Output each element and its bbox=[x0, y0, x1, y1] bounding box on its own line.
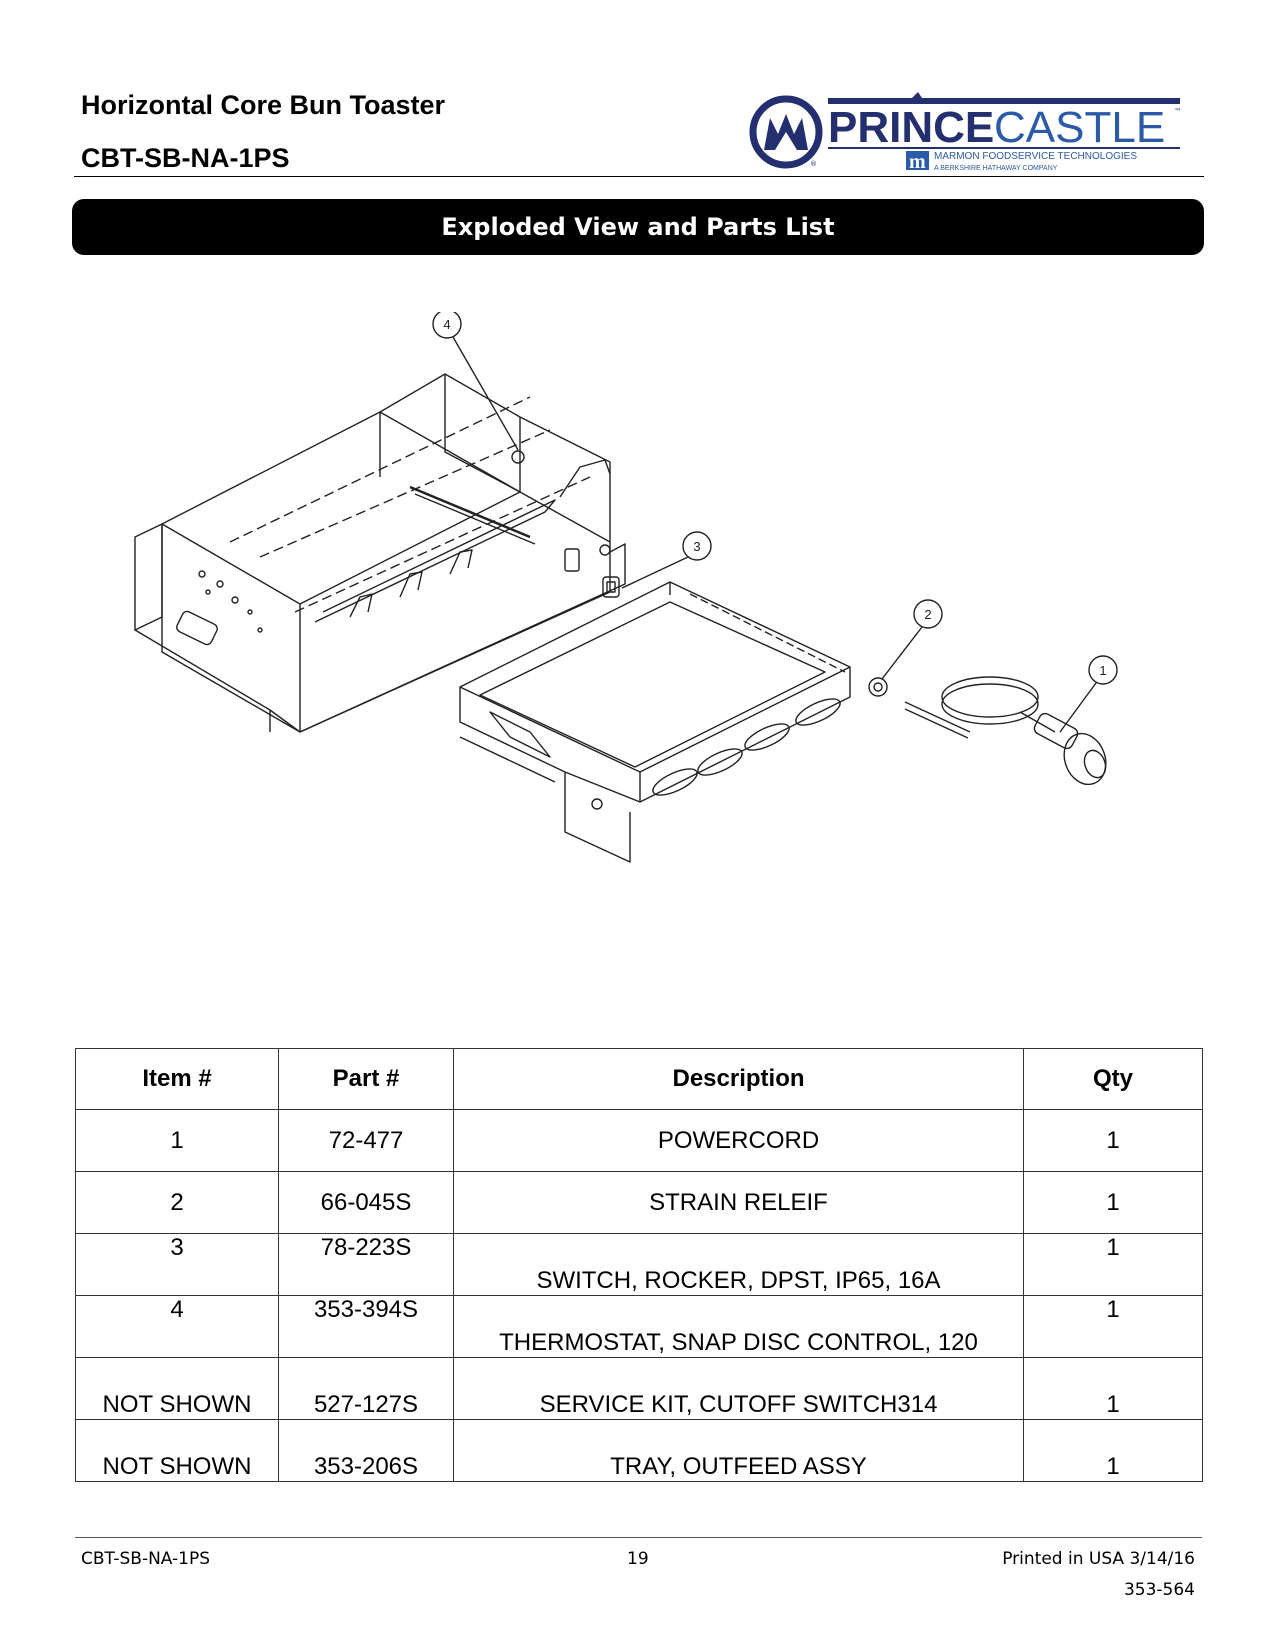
svg-text:®: ® bbox=[810, 160, 817, 168]
callout-2: 2 bbox=[881, 599, 943, 680]
callout-1: 1 bbox=[1059, 655, 1118, 733]
cell-description: STRAIN RELEIF bbox=[453, 1171, 1024, 1234]
cell-description: POWERCORD bbox=[453, 1109, 1024, 1172]
power-cord bbox=[904, 676, 1107, 786]
prince-castle-logo: PRINCE CASTLE ™ ® m MARMON FOODSERVICE T… bbox=[749, 92, 1182, 173]
page-number: 19 bbox=[627, 1549, 649, 1569]
svg-text:3: 3 bbox=[693, 539, 700, 554]
heater-tray-assembly bbox=[459, 581, 851, 863]
cell-qty: 1 bbox=[1023, 1357, 1203, 1420]
cell-item: 2 bbox=[75, 1171, 279, 1234]
cell-qty: 1 bbox=[1023, 1233, 1203, 1296]
cell-part: 353-394S bbox=[278, 1295, 454, 1358]
marmon-mark bbox=[906, 151, 929, 170]
cell-item: NOT SHOWN bbox=[75, 1419, 279, 1482]
cell-qty: 1 bbox=[1023, 1295, 1203, 1358]
cell-part: 78-223S bbox=[278, 1233, 454, 1296]
cell-qty: 1 bbox=[1023, 1171, 1203, 1234]
document-number: 353-564 bbox=[1123, 1580, 1195, 1600]
header-description: Description bbox=[453, 1048, 1024, 1110]
toaster-chassis bbox=[134, 373, 626, 733]
cell-part: 527-127S bbox=[278, 1357, 454, 1420]
svg-text:m: m bbox=[909, 151, 926, 173]
berkshire-line: A BERKSHIRE HATHAWAY COMPANY bbox=[934, 165, 1058, 172]
footer-model: CBT-SB-NA-1PS bbox=[81, 1549, 211, 1569]
table-row: 3 78-223S SWITCH, ROCKER, DPST, IP65, 16… bbox=[75, 1233, 1203, 1296]
table-row: NOT SHOWN 527-127S SERVICE KIT, CUTOFF S… bbox=[75, 1357, 1203, 1420]
cell-qty: 1 bbox=[1023, 1109, 1203, 1172]
callout-3: 3 bbox=[621, 531, 712, 589]
cell-qty: 1 bbox=[1023, 1419, 1203, 1482]
cell-description: SERVICE KIT, CUTOFF SWITCH314 bbox=[453, 1357, 1024, 1420]
brand-castle: CASTLE bbox=[994, 103, 1165, 152]
marmon-line: MARMON FOODSERVICE TECHNOLOGIES bbox=[934, 151, 1137, 162]
svg-text:™: ™ bbox=[1174, 107, 1182, 116]
table-row: NOT SHOWN 353-206S TRAY, OUTFEED ASSY 1 bbox=[75, 1419, 1203, 1482]
parts-table: Item # Part # Description Qty 1 72-477 P… bbox=[75, 1048, 1203, 1482]
cell-description: TRAY, OUTFEED ASSY bbox=[453, 1419, 1024, 1482]
table-row: 1 72-477 POWERCORD 1 bbox=[75, 1109, 1203, 1172]
table-row: 2 66-045S STRAIN RELEIF 1 bbox=[75, 1171, 1203, 1234]
header-divider bbox=[74, 176, 1204, 177]
svg-text:4: 4 bbox=[443, 317, 450, 332]
header-qty: Qty bbox=[1023, 1048, 1203, 1110]
model-number: CBT-SB-NA-1PS bbox=[81, 143, 290, 173]
banner-title: Exploded View and Parts List bbox=[441, 213, 835, 241]
cell-part: 66-045S bbox=[278, 1171, 454, 1234]
cell-item: 1 bbox=[75, 1109, 279, 1172]
cell-part: 72-477 bbox=[278, 1109, 454, 1172]
print-date: Printed in USA 3/14/16 bbox=[1002, 1549, 1195, 1569]
table-header-row: Item # Part # Description Qty bbox=[75, 1048, 1203, 1110]
footer-divider bbox=[75, 1537, 1202, 1538]
header-item: Item # bbox=[75, 1048, 279, 1110]
section-banner: Exploded View and Parts List bbox=[72, 199, 1204, 255]
cell-item: 3 bbox=[75, 1233, 279, 1296]
svg-text:2: 2 bbox=[924, 607, 931, 622]
cell-item: 4 bbox=[75, 1295, 279, 1358]
table-row: 4 353-394S THERMOSTAT, SNAP DISC CONTROL… bbox=[75, 1295, 1203, 1358]
logo-emblem bbox=[749, 95, 823, 169]
callout-4: 4 bbox=[432, 312, 519, 451]
cell-description: THERMOSTAT, SNAP DISC CONTROL, 120 bbox=[453, 1295, 1024, 1358]
exploded-view-diagram: 4 3 2 1 bbox=[134, 312, 1118, 863]
cell-part: 353-206S bbox=[278, 1419, 454, 1482]
rocker-switch bbox=[602, 576, 620, 598]
svg-text:1: 1 bbox=[1099, 663, 1106, 678]
cell-description: SWITCH, ROCKER, DPST, IP65, 16A bbox=[453, 1233, 1024, 1296]
strain-relief bbox=[868, 677, 888, 697]
document-title: Horizontal Core Bun Toaster bbox=[81, 90, 446, 120]
cell-item: NOT SHOWN bbox=[75, 1357, 279, 1420]
brand-prince: PRINCE bbox=[828, 103, 994, 152]
header-part: Part # bbox=[278, 1048, 454, 1110]
